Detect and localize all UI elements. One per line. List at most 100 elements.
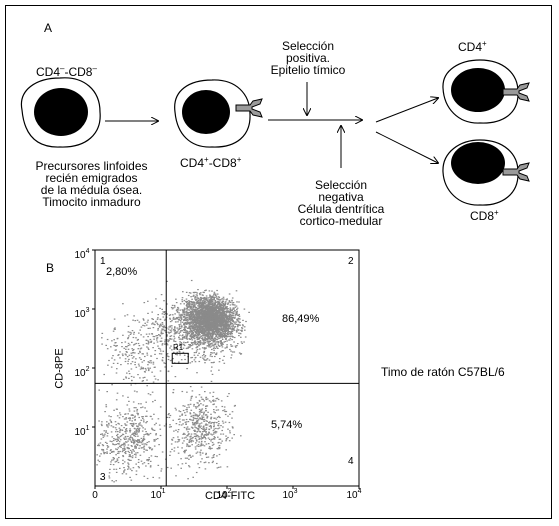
scatter-point [167, 328, 170, 330]
scatter-point [237, 318, 240, 320]
scatter-point [224, 334, 227, 336]
scatter-point [207, 316, 210, 318]
scatter-point [205, 434, 208, 436]
scatter-point [190, 433, 193, 435]
scatter-point [159, 350, 162, 352]
scatter-point [196, 326, 198, 328]
scatter-point [189, 438, 192, 440]
scatter-point [205, 347, 207, 349]
scatter-point [130, 368, 133, 370]
scatter-point [134, 320, 136, 322]
scatter-point [140, 366, 143, 368]
scatter-point [224, 329, 226, 331]
scatter-point [166, 334, 168, 336]
arrow-to-cd4 [375, 98, 438, 123]
scatter-point [213, 317, 216, 319]
scatter-point [183, 451, 185, 453]
scatter-point [215, 427, 217, 430]
scatter-point [193, 304, 195, 307]
scatter-point [194, 308, 196, 311]
scatter-point [191, 310, 194, 312]
scatter-point [197, 335, 199, 337]
scatter-point [181, 463, 184, 465]
scatter-point [220, 335, 222, 337]
scatter-point [218, 438, 221, 440]
scatter-point [116, 362, 119, 364]
scatter-point [140, 347, 143, 349]
scatter-point [223, 362, 226, 364]
scatter-point [189, 412, 191, 414]
scatter-point [192, 328, 194, 330]
scatter-point [156, 335, 159, 337]
scatter-point [117, 447, 120, 449]
scatter-point [216, 323, 218, 325]
scatter-point [208, 447, 210, 449]
scatter-point [215, 409, 218, 411]
scatter-point [105, 430, 107, 432]
scatter-point [135, 454, 137, 456]
scatter-point [111, 441, 113, 443]
scatter-point [171, 308, 174, 310]
scatter-point [139, 377, 141, 379]
scatter-point [127, 360, 129, 362]
scatter-point [163, 325, 165, 327]
scatter-point [206, 304, 209, 306]
scatter-point [155, 438, 157, 440]
scatter-point [181, 321, 184, 323]
scatter-point [207, 337, 209, 339]
scatter-point [205, 414, 207, 416]
scatter-point [195, 328, 197, 330]
scatter-point [219, 341, 222, 343]
scatter-point [210, 327, 213, 329]
scatter-point [208, 333, 210, 335]
scatter-point [224, 410, 226, 413]
scatter-point [149, 466, 152, 468]
scatter-point [221, 330, 224, 332]
scatter-point [213, 305, 215, 307]
scatter-point [204, 436, 206, 439]
scatter-point [213, 344, 216, 346]
scatter-point [160, 353, 163, 355]
scatter-point [136, 391, 138, 393]
scatter-point [190, 310, 192, 312]
scatter-point [224, 421, 227, 423]
scatter-point [196, 319, 198, 321]
scatter-point [199, 410, 201, 412]
scatter-point [122, 448, 124, 450]
scatter-point [238, 313, 240, 316]
scatter-point [192, 414, 195, 416]
scatter-point [203, 400, 205, 402]
scatter-point [210, 296, 213, 298]
scatter-point [204, 438, 207, 440]
scatter-point [218, 345, 221, 347]
scatter-point [220, 312, 222, 314]
scatter-point [193, 318, 196, 320]
scatter-point [206, 308, 209, 310]
scatter-point [214, 347, 217, 349]
scatter-point [227, 316, 229, 318]
scatter-point [194, 328, 196, 330]
scatter-point [141, 463, 144, 465]
scatter-point [226, 308, 228, 310]
scatter-point [187, 309, 189, 311]
scatter-point [229, 348, 231, 351]
scatter-point [216, 346, 218, 348]
scatter-point [204, 321, 207, 323]
scatter-point [175, 475, 177, 477]
scatter-point [225, 338, 227, 340]
scatter-point [141, 368, 143, 370]
scatter-point [202, 312, 205, 314]
scatter-point [134, 445, 136, 447]
scatter-point [234, 306, 237, 308]
scatter-point [111, 436, 114, 438]
scatter-point [129, 333, 132, 335]
scatter-point [185, 330, 187, 332]
scatter-point [116, 337, 119, 339]
scatter-point [164, 343, 166, 345]
scatter-point [211, 300, 214, 303]
scatter-point [227, 308, 229, 310]
scatter-point [133, 434, 135, 436]
scatter-point [147, 393, 150, 395]
scatter-point [189, 328, 192, 330]
scatter-point [209, 304, 212, 306]
